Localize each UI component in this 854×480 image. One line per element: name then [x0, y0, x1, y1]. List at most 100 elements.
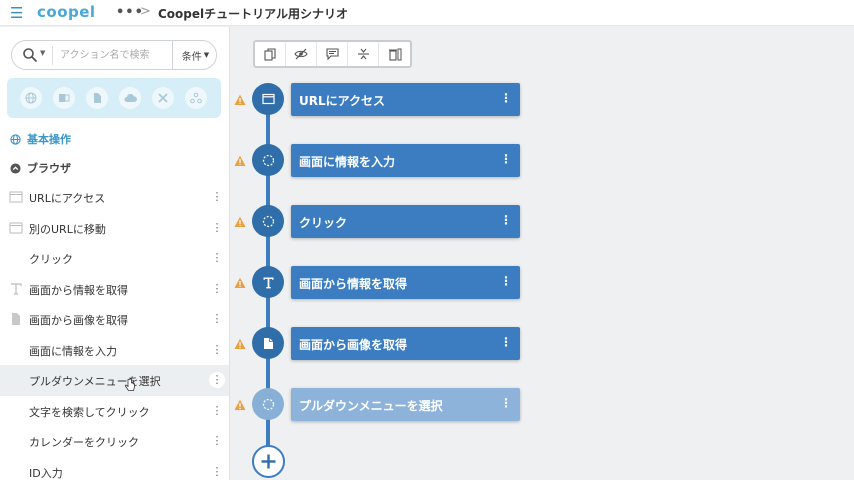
kebab-menu-icon[interactable]: ⋮	[500, 274, 512, 288]
cloud-icon[interactable]	[119, 87, 141, 109]
action-sidebar: ▼ 条件 ▼ 基本操作 ブラウザ	[0, 27, 230, 480]
comment-icon[interactable]	[317, 42, 348, 66]
flow-step[interactable]: 画面から情報を取得 ⋮	[234, 266, 522, 300]
add-step-button[interactable]	[252, 445, 285, 478]
action-label: 画面に情報を入力	[29, 344, 117, 358]
collapse-chevron-icon	[10, 162, 21, 174]
search-type-caret-icon[interactable]: ▼	[40, 49, 46, 57]
condition-filter-button[interactable]: 条件 ▼	[172, 41, 218, 69]
action-label: 画面から画像を取得	[29, 314, 128, 327]
section-basic-operations[interactable]: 基本操作	[10, 131, 71, 147]
action-label: 別のURLに移動	[29, 222, 106, 236]
flow-step-label: 画面から情報を取得	[299, 277, 408, 291]
action-item[interactable]: 画面から画像を取得 ⋮	[0, 304, 229, 335]
browser-window-icon	[9, 191, 23, 203]
dotted-circle-icon[interactable]	[252, 144, 284, 176]
scenario-title[interactable]: Coopelチュートリアル用シナリオ	[158, 7, 349, 21]
more-options-icon[interactable]: •••	[116, 5, 144, 20]
warning-icon[interactable]	[234, 216, 246, 228]
split-icon[interactable]	[348, 42, 379, 66]
app-logo[interactable]: coopel	[37, 3, 96, 21]
hide-icon[interactable]	[286, 42, 317, 66]
action-item[interactable]: クリック ⋮	[0, 243, 229, 274]
flow-step[interactable]: クリック ⋮	[234, 205, 522, 239]
action-item[interactable]: 画面に情報を入力 ⋮	[0, 335, 229, 366]
dotted-circle-icon[interactable]	[252, 205, 284, 237]
action-item[interactable]: ID入力 ⋮	[0, 457, 229, 480]
flow-step-label: プルダウンメニューを選択	[299, 399, 443, 413]
chevron-down-icon: ▼	[203, 51, 210, 59]
action-item[interactable]: URLにアクセス ⋮	[0, 182, 229, 213]
flow-step-label: 画面から画像を取得	[299, 338, 408, 352]
globe-icon	[10, 133, 21, 145]
action-item[interactable]: 文字を検索してクリック ⋮	[0, 396, 229, 427]
kebab-menu-icon[interactable]: ⋮	[500, 396, 512, 410]
kebab-menu-icon[interactable]: ⋮	[500, 335, 512, 349]
excel-icon[interactable]	[53, 87, 75, 109]
action-label: URLにアクセス	[29, 192, 106, 205]
action-item-hovered[interactable]: プルダウンメニューを選択 ⋮	[0, 365, 229, 396]
kebab-menu-icon[interactable]: ⋮	[209, 372, 225, 388]
condition-label: 条件	[181, 51, 202, 63]
kebab-menu-icon[interactable]: ⋮	[211, 434, 223, 447]
network-icon[interactable]	[185, 87, 207, 109]
flow-step-label: URLにアクセス	[299, 94, 386, 108]
kebab-menu-icon[interactable]: ⋮	[211, 251, 223, 264]
globe-icon[interactable]	[20, 87, 42, 109]
action-item[interactable]: 別のURLに移動 ⋮	[0, 213, 229, 244]
warning-icon[interactable]	[234, 94, 246, 106]
warning-icon[interactable]	[234, 399, 246, 411]
flow-step-label: 画面に情報を入力	[299, 155, 396, 169]
section-browser[interactable]: ブラウザ	[10, 160, 71, 176]
search-icon[interactable]	[22, 47, 38, 63]
text-t-icon[interactable]	[252, 266, 284, 298]
document-icon[interactable]	[86, 87, 108, 109]
header-bar: ☰ coopel ••• > Coopelチュートリアル用シナリオ	[0, 0, 854, 26]
document-icon[interactable]	[252, 327, 284, 359]
flow-step-card[interactable]: 画面に情報を入力 ⋮	[291, 144, 520, 177]
kebab-menu-icon[interactable]: ⋮	[211, 342, 223, 356]
browser-window-icon	[9, 222, 23, 233]
action-label: クリック	[29, 253, 73, 266]
warning-icon[interactable]	[234, 277, 246, 289]
action-item[interactable]: 画面から情報を取得 ⋮	[0, 274, 229, 305]
flow-step[interactable]: 画面から画像を取得 ⋮	[234, 327, 522, 361]
document-icon	[12, 313, 20, 325]
flow-step-card[interactable]: クリック ⋮	[291, 205, 520, 238]
kebab-menu-icon[interactable]: ⋮	[500, 91, 512, 105]
copy-icon[interactable]	[255, 42, 286, 66]
plus-icon	[261, 454, 276, 469]
warning-icon[interactable]	[234, 155, 246, 167]
browser-window-icon[interactable]	[252, 83, 284, 115]
action-label: ID入力	[29, 466, 63, 480]
kebab-menu-icon[interactable]: ⋮	[211, 312, 223, 325]
kebab-menu-icon[interactable]: ⋮	[500, 152, 512, 166]
flow-step-card[interactable]: プルダウンメニューを選択 ⋮	[291, 388, 520, 421]
action-label: 画面から情報を取得	[29, 283, 128, 297]
section-basic-label: 基本操作	[27, 133, 71, 146]
action-item[interactable]: カレンダーをクリック ⋮	[0, 426, 229, 457]
dotted-circle-icon[interactable]	[252, 388, 284, 420]
kebab-menu-icon[interactable]: ⋮	[211, 281, 223, 295]
section-browser-label: ブラウザ	[27, 162, 71, 175]
hamburger-menu-icon[interactable]: ☰	[10, 4, 24, 22]
warning-icon[interactable]	[234, 338, 246, 350]
flow-step-card[interactable]: 画面から情報を取得 ⋮	[291, 266, 520, 299]
flow-step-card[interactable]: 画面から画像を取得 ⋮	[291, 327, 520, 360]
flow-step-card[interactable]: URLにアクセス ⋮	[291, 83, 520, 116]
tools-icon[interactable]	[152, 87, 174, 109]
flow-step[interactable]: URLにアクセス ⋮	[234, 83, 522, 117]
flow-step[interactable]: 画面に情報を入力 ⋮	[234, 144, 522, 178]
breadcrumb-chevron-icon: >	[140, 4, 151, 19]
kebab-menu-icon[interactable]: ⋮	[211, 403, 223, 417]
kebab-menu-icon[interactable]: ⋮	[211, 464, 223, 478]
kebab-menu-icon[interactable]: ⋮	[211, 220, 223, 234]
flow-step-label: クリック	[299, 216, 348, 230]
kebab-menu-icon[interactable]: ⋮	[211, 190, 223, 203]
delete-icon[interactable]	[379, 42, 410, 66]
action-list: URLにアクセス ⋮ 別のURLに移動 ⋮ クリック ⋮ 画面から情報を取得 ⋮…	[0, 182, 229, 480]
search-input[interactable]	[60, 46, 170, 65]
kebab-menu-icon[interactable]: ⋮	[500, 213, 512, 227]
flow-step-dragging[interactable]: プルダウンメニューを選択 ⋮	[234, 388, 522, 422]
text-t-icon	[11, 282, 22, 295]
